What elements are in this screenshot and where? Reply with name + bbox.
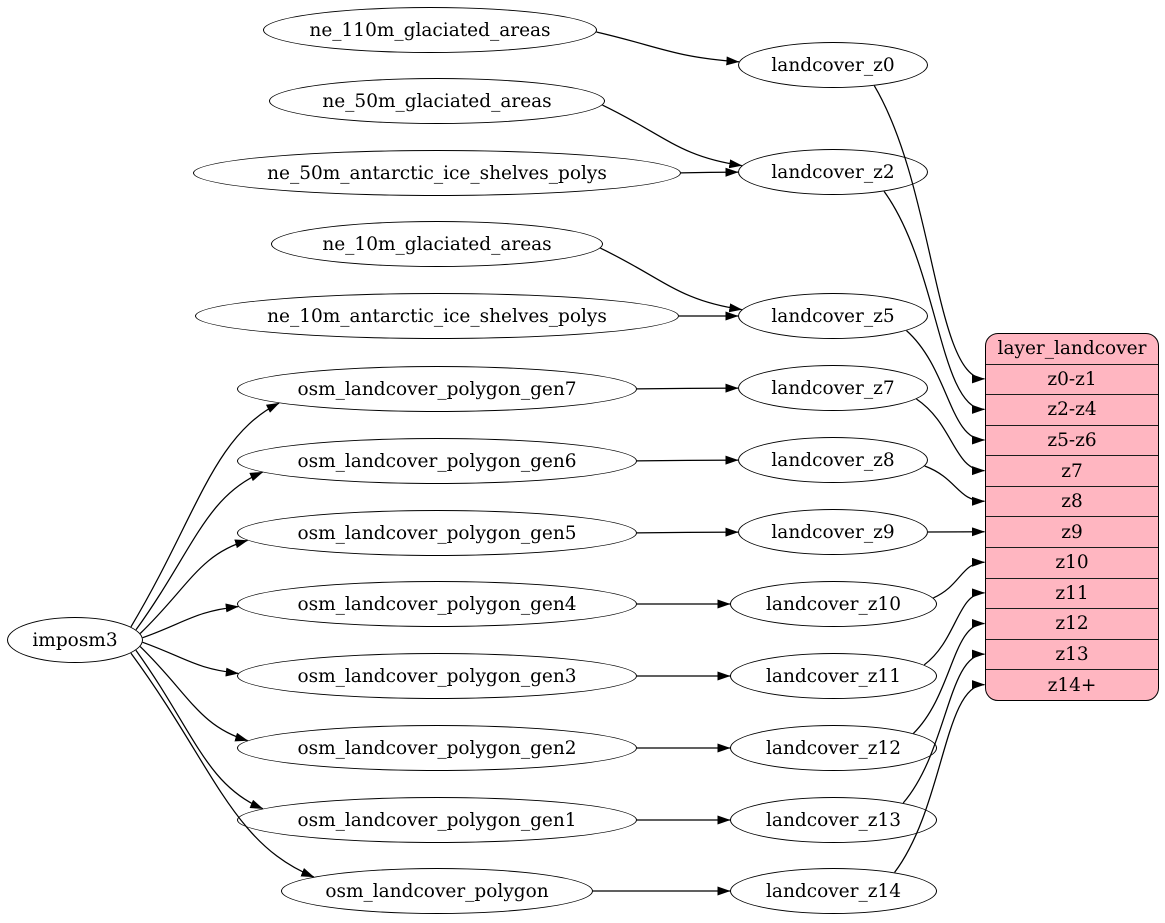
node-osm-landcover-polygon-gen1: osm_landcover_polygon_gen1 [237,797,637,843]
edge-osm_landcover_polygon_gen6-to-landcover_z8 [636,455,739,465]
node-label: landcover_z13 [766,809,901,831]
node-label: ne_110m_glaciated_areas [309,19,551,41]
edge-landcover_z0-to-z0-z1 [873,85,985,384]
edge-landcover_z8-to-z8 [924,465,985,506]
edge-osm_landcover_polygon_gen5-to-landcover_z9 [636,527,739,537]
table-row-z10: z10 [986,547,1158,578]
node-osm-landcover-polygon-gen7: osm_landcover_polygon_gen7 [237,366,637,412]
table-row-z7: z7 [986,455,1158,486]
table-row-z14: z14+ [986,669,1158,700]
node-label: osm_landcover_polygon_gen7 [297,378,577,400]
node-osm-landcover-polygon: osm_landcover_polygon [281,868,593,914]
node-label: landcover_z8 [771,449,895,471]
node-label: osm_landcover_polygon_gen6 [297,450,577,472]
edge-ne_50m_glaciated_areas-to-landcover_z2 [602,104,743,169]
node-landcover-z11: landcover_z11 [730,653,937,699]
node-label: osm_landcover_polygon_gen4 [297,593,577,615]
node-label: imposm3 [32,629,118,651]
node-ne-110m-glaciated-areas: ne_110m_glaciated_areas [263,7,597,53]
node-landcover-z13: landcover_z13 [730,797,937,843]
node-label: osm_landcover_polygon_gen1 [297,809,577,831]
edge-osm_landcover_polygon_gen7-to-landcover_z7 [636,383,739,393]
layer-landcover-table: layer_landcover z0-z1 z2-z4 z5-z6 z7 z8 … [985,333,1159,701]
node-landcover-z8: landcover_z8 [738,437,928,483]
node-label: ne_10m_antarctic_ice_shelves_polys [267,305,607,327]
node-label: osm_landcover_polygon_gen5 [297,522,577,544]
edge-ne_110m_glaciated_areas-to-landcover_z0 [596,31,740,66]
table-row-z8: z8 [986,485,1158,517]
edge-imposm3-to-osm_landcover_polygon_gen2 [139,646,249,742]
node-label: landcover_z10 [766,593,901,615]
node-ne-50m-glaciated-areas: ne_50m_glaciated_areas [269,78,605,124]
node-osm-landcover-polygon-gen5: osm_landcover_polygon_gen5 [237,510,637,556]
node-osm-landcover-polygon-gen2: osm_landcover_polygon_gen2 [237,725,637,771]
node-label: ne_50m_glaciated_areas [322,90,552,112]
node-label: osm_landcover_polygon_gen3 [297,665,577,687]
edge-imposm3-to-osm_landcover_polygon_gen5 [139,539,249,634]
table-row-z2-z4: z2-z4 [986,394,1158,425]
node-label: landcover_z2 [771,161,895,183]
edge-imposm3-to-osm_landcover_polygon_gen4 [142,603,239,639]
node-osm-landcover-polygon-gen4: osm_landcover_polygon_gen4 [237,581,637,627]
node-landcover-z9: landcover_z9 [738,509,928,555]
node-label: osm_landcover_polygon_gen2 [297,737,577,759]
node-osm-landcover-polygon-gen6: osm_landcover_polygon_gen6 [237,438,637,484]
node-imposm3: imposm3 [7,617,143,663]
table-row-z5-z6: z5-z6 [986,424,1158,456]
node-landcover-z2: landcover_z2 [738,149,928,195]
node-label: ne_50m_antarctic_ice_shelves_polys [267,162,607,184]
node-label: landcover_z7 [771,377,895,399]
node-ne-10m-antarctic-ice-shelves-polys: ne_10m_antarctic_ice_shelves_polys [195,293,679,339]
node-landcover-z12: landcover_z12 [730,725,937,771]
node-landcover-z14: landcover_z14 [730,868,937,914]
edge-landcover_z14-to-z14+ [894,680,985,873]
node-label: osm_landcover_polygon [325,880,549,902]
edge-ne_50m_antarctic_ice_shelves_polys-to-landcover_z2 [680,167,739,177]
table-title: layer_landcover [997,338,1147,360]
table-row-z9: z9 [986,516,1158,547]
edge-imposm3-to-osm_landcover_polygon_gen3 [142,641,239,677]
node-landcover-z10: landcover_z10 [730,581,937,627]
node-label: landcover_z11 [766,665,901,687]
table-row-z12: z12 [986,608,1158,639]
node-label: landcover_z12 [766,737,901,759]
node-label: landcover_z5 [771,305,895,327]
table-row-z0-z1: z0-z1 [986,363,1158,395]
table-row-z13: z13 [986,638,1158,670]
node-label: landcover_z14 [766,880,901,902]
node-osm-landcover-polygon-gen3: osm_landcover_polygon_gen3 [237,653,637,699]
node-landcover-z5: landcover_z5 [738,293,928,339]
node-label: ne_10m_glaciated_areas [322,233,552,255]
node-label: landcover_z0 [771,54,895,76]
node-ne-50m-antarctic-ice-shelves-polys: ne_50m_antarctic_ice_shelves_polys [193,150,681,196]
node-landcover-z7: landcover_z7 [738,365,928,411]
node-ne-10m-glaciated-areas: ne_10m_glaciated_areas [271,221,603,267]
node-label: landcover_z9 [771,521,895,543]
table-row-z11: z11 [986,577,1158,609]
node-landcover-z0: landcover_z0 [738,42,928,88]
edge-landcover_z10-to-z10 [933,557,985,599]
